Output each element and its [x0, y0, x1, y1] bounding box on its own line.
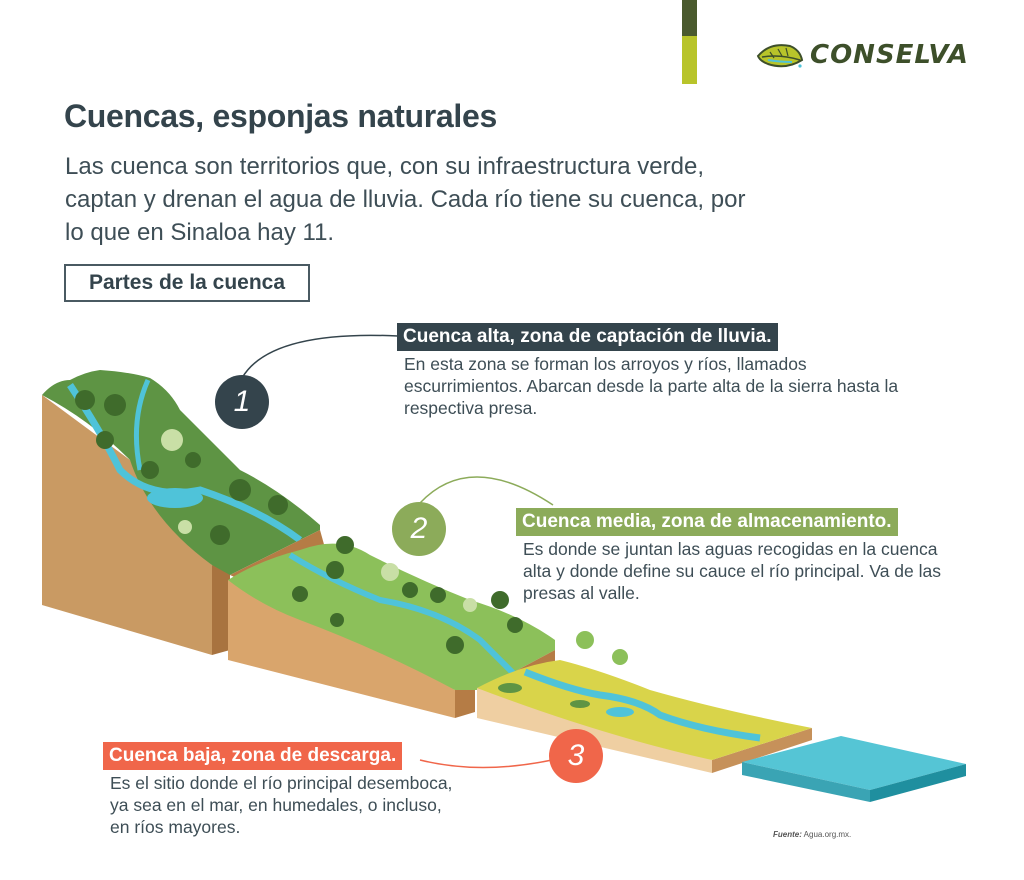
middle-basin-block: [228, 543, 555, 718]
source-credit: Fuente: Agua.org.mx.: [773, 830, 851, 839]
zone-3-title: Cuenca baja, zona de descarga.: [103, 742, 403, 770]
decorative-bar-lime: [682, 36, 697, 84]
brand-logo: CONSELVA: [756, 40, 969, 70]
decorative-bar-dark: [682, 0, 697, 36]
zone-2-description: Es donde se juntan las aguas recogidas e…: [523, 539, 941, 603]
zone-1-description: En esta zona se forman los arroyos y río…: [404, 354, 899, 418]
zone-1-label: Cuenca alta, zona de captación de lluvia…: [397, 323, 917, 419]
zone-3-badge: 3: [549, 729, 603, 783]
source-value: Agua.org.mx.: [803, 830, 852, 839]
leaf-icon: [756, 44, 804, 68]
sea-block: [742, 736, 966, 802]
lower-basin-block: [477, 660, 812, 773]
zone-2-title: Cuenca media, zona de almacenamiento.: [516, 508, 898, 536]
source-label: Fuente:: [773, 830, 802, 839]
zone-3-description: Es el sitio donde el río principal desem…: [110, 773, 453, 837]
trees: [75, 390, 628, 708]
zone-1-badge: 1: [215, 375, 269, 429]
section-label-box: Partes de la cuenca: [64, 264, 310, 302]
intro-paragraph: Las cuenca son territorios que, con su i…: [65, 153, 746, 246]
zone-2-label: Cuenca media, zona de almacenamiento. Es…: [516, 508, 956, 604]
zone-2-badge: 2: [392, 502, 446, 556]
zone-3-label: Cuenca baja, zona de descarga. Es el sit…: [103, 742, 463, 838]
page-title: Cuencas, esponjas naturales: [64, 98, 497, 134]
upper-basin-block: [42, 370, 325, 655]
zone-1-title: Cuenca alta, zona de captación de lluvia…: [397, 323, 778, 351]
brand-name: CONSELVA: [810, 40, 969, 70]
